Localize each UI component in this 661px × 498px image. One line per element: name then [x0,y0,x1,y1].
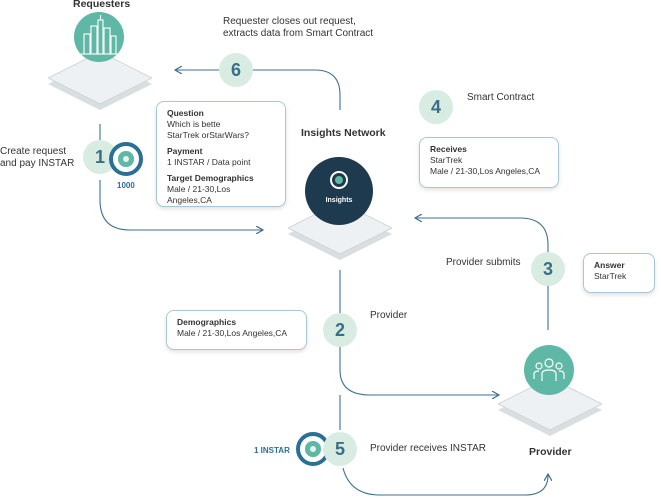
step-5-coin-label: 1 INSTAR [254,446,290,455]
step-2-label: Provider [370,310,408,321]
instar-coin-icon [109,142,143,176]
step-6-label-line1: Requester closes out request, [223,16,356,27]
demographics-card: Demographics Male / 21-30,Los Angeles,CA [166,310,307,350]
step-5-label: Provider receives INSTAR [370,443,486,454]
step-4-badge: 4 [419,90,453,124]
provider-platform [498,377,602,436]
answer-title: Answer [594,260,625,270]
payment-value: 1 INSTAR / Data point [167,157,251,167]
line-step3-network [416,218,549,252]
receives-line2: Male / 21-30,Los Angeles,CA [430,166,541,176]
step-5-badge: 5 [323,432,357,466]
step-1-label-line2: and pay INSTAR [0,158,75,169]
step-2-badge: 2 [323,313,357,347]
demographics-title: Demographics [177,317,237,327]
receives-card: Receives StarTrek Male / 21-30,Los Angel… [419,137,559,188]
insights-logo-text: Insights [325,197,353,204]
payment-title: Payment [167,146,203,156]
insights-logo-icon: Insights [305,157,373,225]
line-step1-network [99,180,262,230]
requesters-platform [48,51,152,110]
question-line1: Which is bette [167,119,221,129]
answer-value: StarTrek [594,271,627,281]
network-label: Insights Network [301,127,386,139]
answer-card: Answer StarTrek [583,253,655,293]
people-group-icon [524,345,574,395]
provider-label: Provider [529,446,572,458]
target-demographics-title: Target Demographics [167,173,254,183]
receives-line1: StarTrek [430,155,463,165]
city-buildings-icon [74,12,124,62]
demographics-value: Male / 21-30,Los Angeles,CA [177,328,288,338]
target-demographics-value: Male / 21-30,Los Angeles,CA [167,184,231,205]
line-step2-provider [339,347,498,395]
step-1-coin-label: 1000 [117,181,135,190]
request-card: Question Which is bette StarTrek orStarW… [156,101,286,207]
step-4-label: Smart Contract [467,92,535,103]
step-3-label: Provider submits [446,257,521,268]
question-title: Question [167,108,204,118]
step-6-label-line2: extracts data from Smart Contract [223,28,374,39]
insights-gear-icon [330,171,348,189]
line-network-step6 [253,69,341,110]
question-line2: StarTrek orStarWars? [167,130,250,140]
requesters-label: Requesters [73,0,131,10]
line-step5-provider [342,467,548,496]
step-3-badge: 3 [531,252,565,286]
step-1-label-line1: Create request [0,146,67,157]
step-6-badge: 6 [219,53,253,87]
receives-title: Receives [430,144,467,154]
